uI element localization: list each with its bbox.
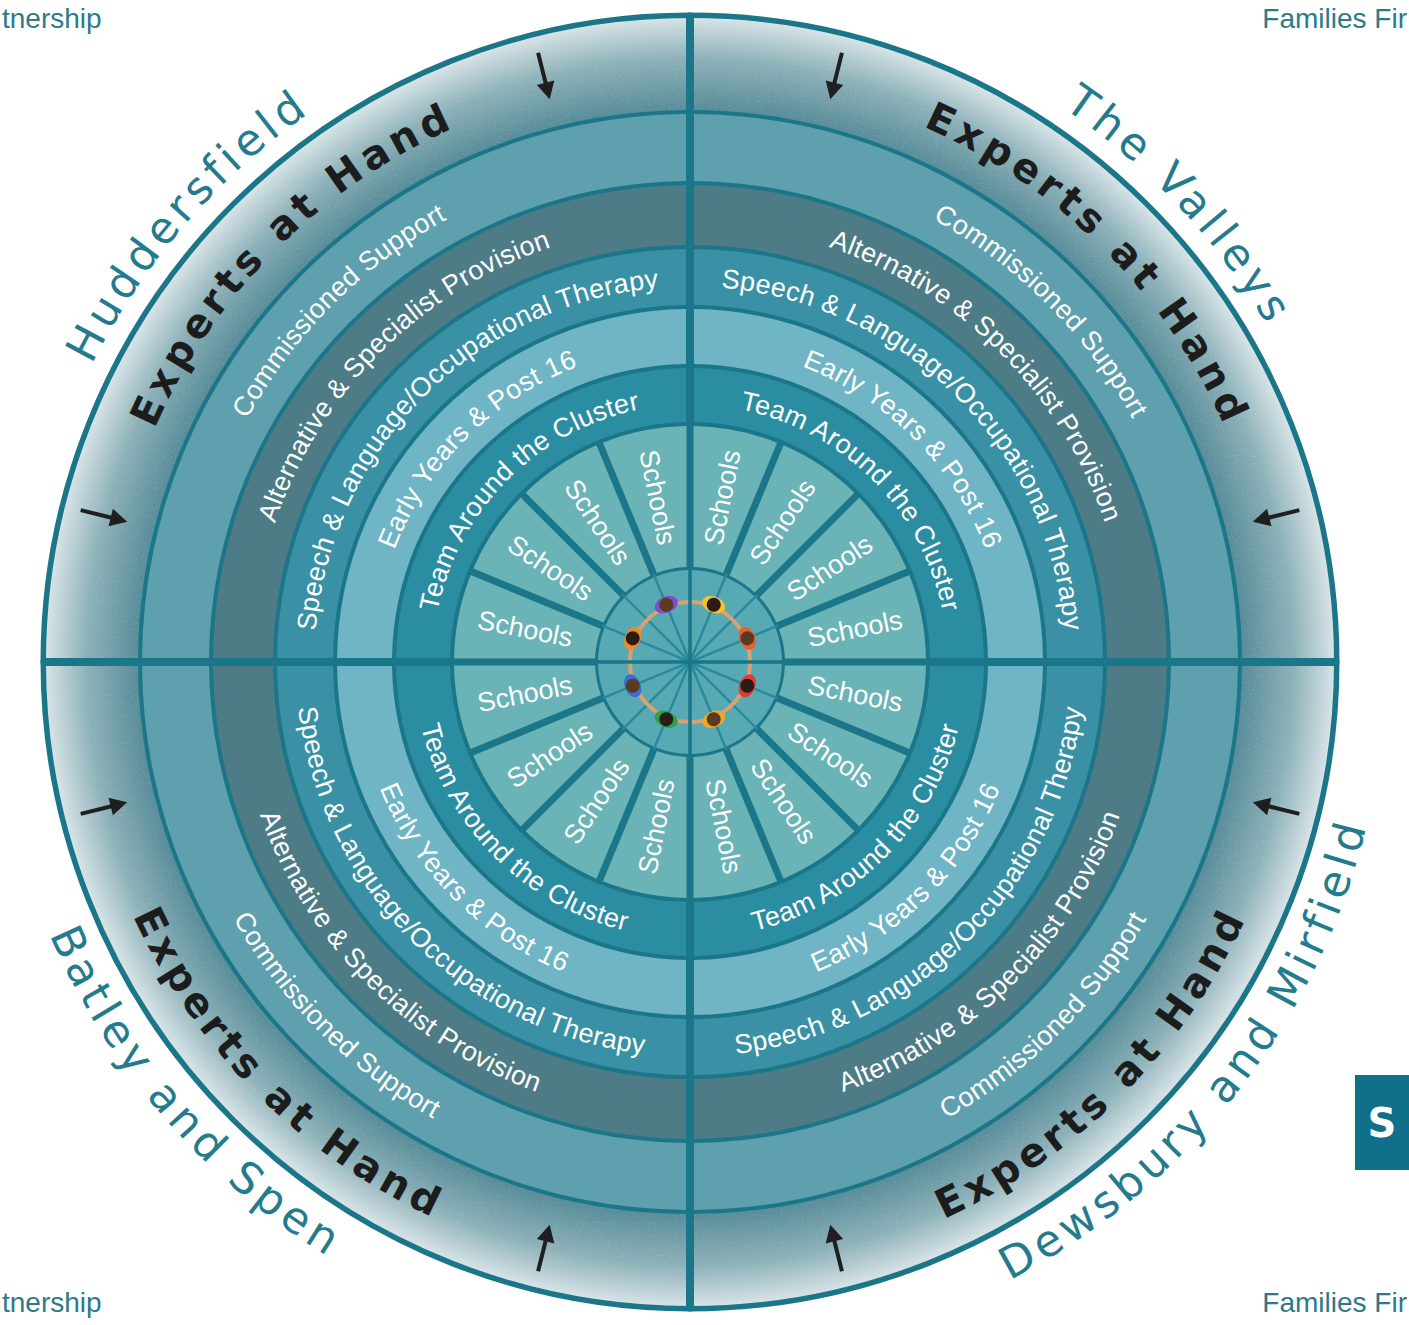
band-label: Speech & Language/Occupational Therapy	[292, 704, 648, 1059]
experts-band	[694, 18, 1334, 658]
experts-band	[46, 666, 686, 1306]
early-years-band	[337, 309, 686, 658]
corner-label: tnership	[2, 2, 102, 36]
provision-band	[694, 185, 1167, 658]
quadrant-outline	[690, 662, 1338, 1310]
commissioned-band	[694, 666, 1238, 1210]
provision-band	[213, 185, 686, 658]
quadrant-outline	[42, 662, 690, 1310]
band-label-path: Speech & Language/Occupational Therapy	[292, 704, 648, 1059]
therapy-band	[277, 249, 686, 658]
cluster-band	[396, 666, 686, 956]
quadrant-outline	[42, 14, 690, 662]
commissioned-band	[142, 666, 686, 1210]
wheel-disc	[42, 14, 1338, 1310]
school-wedge	[603, 426, 687, 573]
band-label-path: Speech & Language/Occupational Therapy	[732, 704, 1087, 1060]
school-wedge	[694, 751, 778, 898]
provision-band	[694, 666, 1167, 1139]
school-wedge	[454, 666, 601, 750]
commissioned-band	[142, 114, 686, 658]
experts-band	[694, 666, 1334, 1306]
corner-label: Families Fir	[1262, 2, 1407, 36]
tab-label: S	[1368, 1101, 1397, 1145]
commissioned-band	[694, 114, 1238, 658]
corner-label: tnership	[2, 1286, 102, 1320]
corner-label: Families Fir	[1262, 1286, 1407, 1320]
therapy-band	[277, 666, 686, 1075]
tab-box: S	[1355, 1075, 1409, 1170]
cluster-band	[694, 368, 984, 658]
band-label: Speech & Language/Occupational Therapy	[732, 704, 1087, 1060]
cluster-band	[694, 666, 984, 956]
therapy-band	[694, 666, 1103, 1075]
early-years-band	[694, 309, 1043, 658]
early-years-band	[694, 666, 1043, 1015]
provision-band	[213, 666, 686, 1139]
quadrant-outline	[690, 14, 1338, 662]
school-wedge	[779, 575, 926, 659]
cluster-band	[396, 368, 686, 658]
early-years-band	[337, 666, 686, 1015]
experts-band	[46, 18, 686, 658]
therapy-band	[694, 249, 1103, 658]
